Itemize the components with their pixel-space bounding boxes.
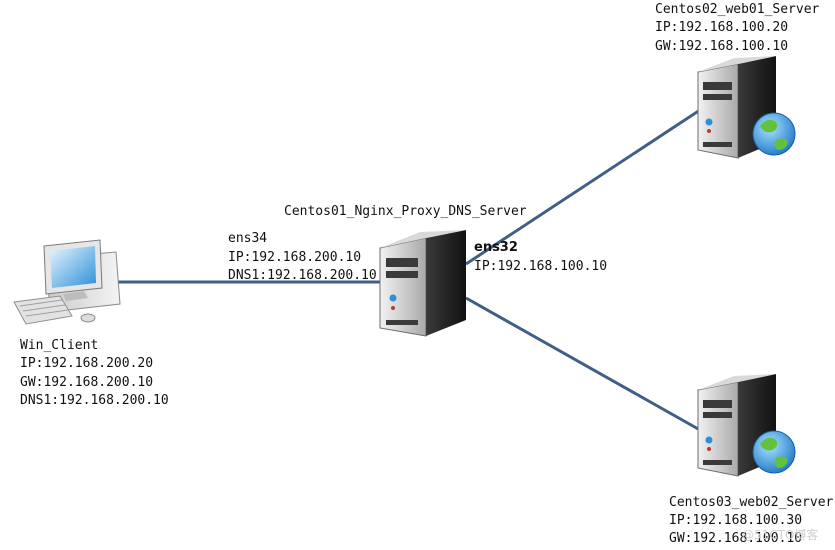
proxy-left-interface-dns: DNS1:192.168.200.10	[228, 268, 377, 283]
proxy-right-interface-ip: IP:192.168.100.10	[474, 259, 608, 274]
client-dns: DNS1:192.168.200.10	[20, 393, 169, 408]
web-server-icon	[697, 374, 796, 477]
link-proxy-web02	[465, 296, 701, 432]
web01-name: Centos02_web01_Server	[655, 2, 820, 17]
proxy-right-interface-name: ens32	[474, 240, 518, 255]
watermark: @51CTO博客	[742, 528, 819, 542]
proxy-left-interface-ip: IP:192.168.200.10	[228, 250, 362, 265]
web01-gateway: GW:192.168.100.10	[655, 39, 789, 54]
client-ip: IP:192.168.200.20	[20, 356, 154, 371]
client-gateway: GW:192.168.200.10	[20, 375, 154, 390]
proxy-left-interface-name: ens34	[228, 231, 268, 246]
client-name: Win_Client	[20, 338, 99, 353]
web02-gateway: GW:192.168.100.10	[669, 531, 803, 546]
link-proxy-web01	[465, 108, 701, 266]
server-icon	[379, 230, 466, 337]
web02-name: Centos03_web02_Server	[669, 495, 834, 510]
web-server-icon	[697, 56, 796, 159]
desktop-computer-icon	[13, 239, 121, 325]
web01-ip: IP:192.168.100.20	[655, 20, 789, 35]
web02-ip: IP:192.168.100.30	[669, 513, 803, 528]
proxy-server-name: Centos01_Nginx_Proxy_DNS_Server	[284, 204, 527, 219]
